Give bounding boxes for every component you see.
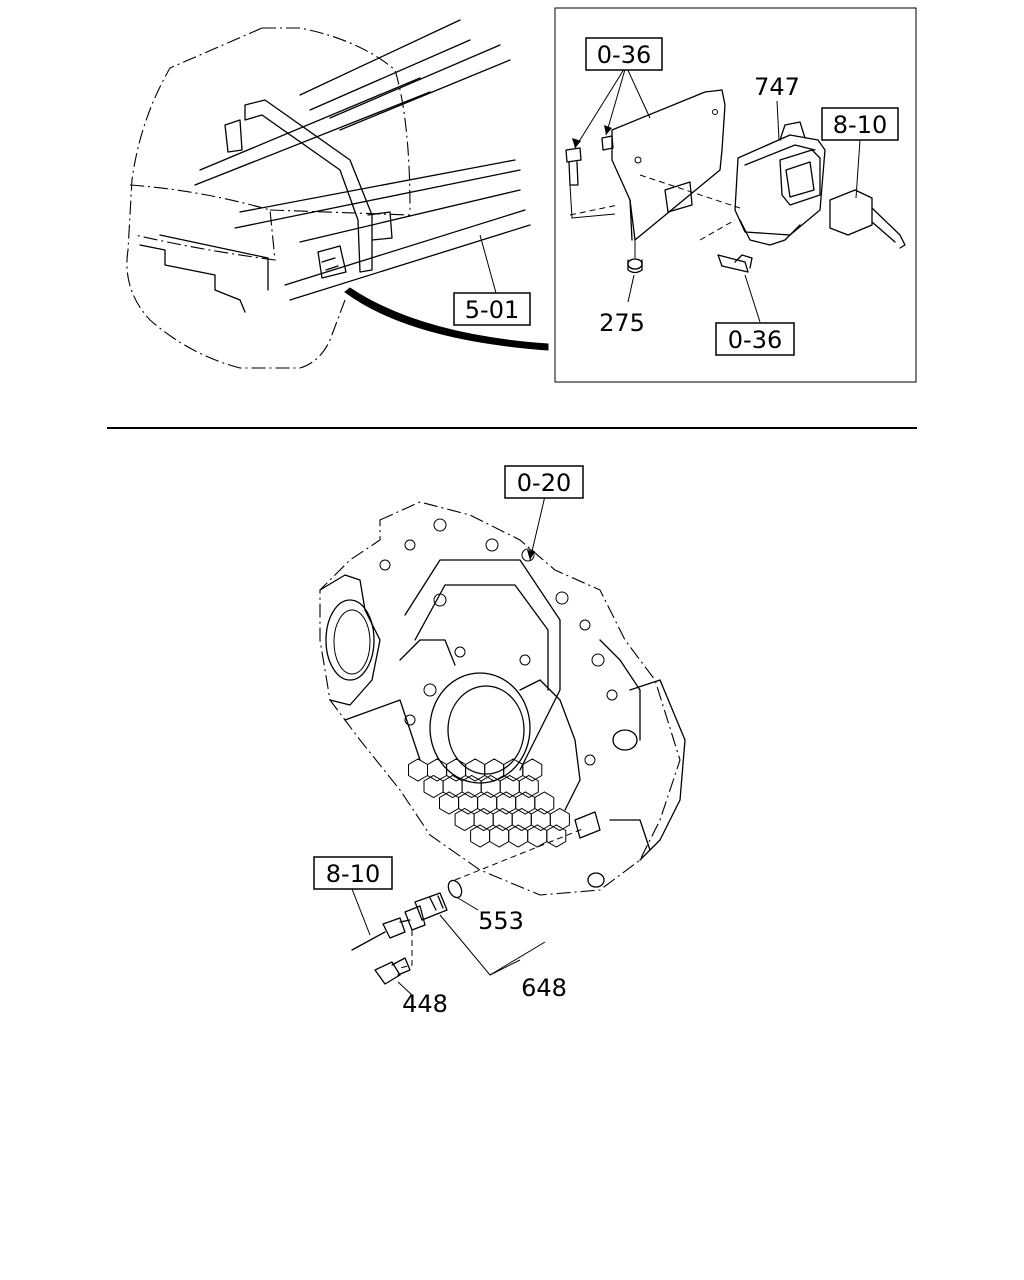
ref-0-36-top: 0-36 xyxy=(597,41,651,69)
part-747-label: 747 xyxy=(754,73,800,101)
part-448-label: 448 xyxy=(402,990,448,1018)
labels: 0-36 747 8-10 5-01 275 0-36 0-20 8-10 55… xyxy=(313,37,899,1018)
sensor-648 xyxy=(414,892,448,921)
cab-chassis-illustration xyxy=(126,19,549,369)
ref-0-36-bottom: 0-36 xyxy=(728,326,782,354)
honeycomb-cell xyxy=(534,791,555,815)
ref-8-10-bottom: 8-10 xyxy=(326,860,380,888)
honeycomb-cell xyxy=(522,758,543,782)
honeycomb-cell xyxy=(518,774,539,799)
detail-frame xyxy=(554,7,917,383)
detail-inset xyxy=(554,7,917,383)
flywheel-housing-illustration xyxy=(319,495,686,996)
ref-0-20: 0-20 xyxy=(517,469,571,497)
honeycomb-cell xyxy=(549,807,570,832)
part-275-label: 275 xyxy=(599,309,645,337)
part-553-label: 553 xyxy=(478,907,524,935)
honeycomb-pattern xyxy=(408,758,570,848)
bolt-448 xyxy=(374,961,401,985)
part-648-label: 648 xyxy=(521,974,567,1002)
honeycomb-cell xyxy=(546,824,567,848)
ref-8-10-top: 8-10 xyxy=(833,111,887,139)
honeycomb-cell xyxy=(408,758,428,782)
ref-5-01: 5-01 xyxy=(465,296,519,324)
o-ring-553 xyxy=(447,879,463,899)
